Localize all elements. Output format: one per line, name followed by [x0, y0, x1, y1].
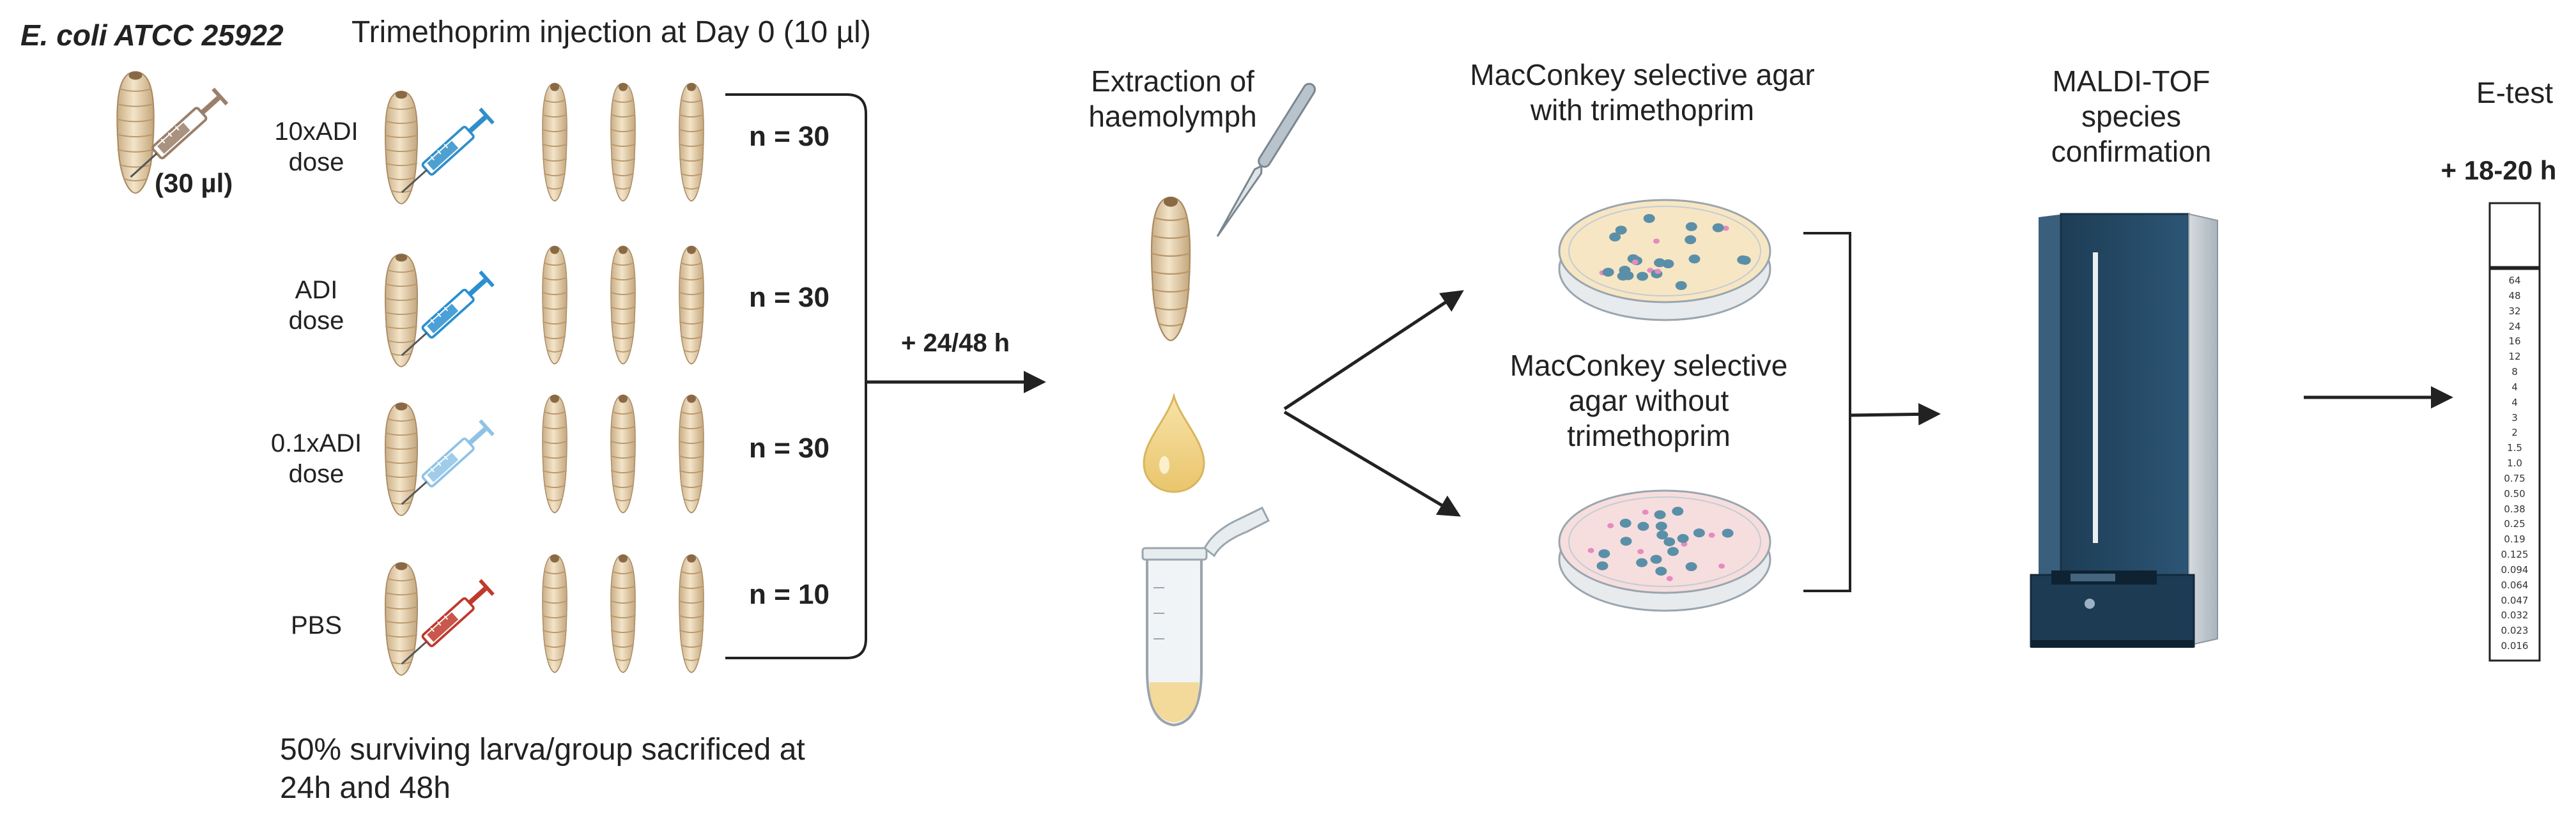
plates-bracket [1803, 232, 1851, 592]
treatment-groups [384, 82, 705, 676]
dose-label-line-1: 0.1xADI [270, 429, 362, 457]
group-size-label: n = 30 [749, 121, 829, 152]
footer-line-2: 24h and 48h [280, 771, 451, 805]
etest-scale-label: 8 [2511, 366, 2518, 378]
larva-icon [541, 245, 568, 365]
group-size-label: n = 30 [749, 282, 829, 313]
inoculum-larva-icon [116, 70, 155, 194]
row-larva-icon [384, 253, 419, 367]
etest-scale-label: 0.75 [2504, 472, 2526, 484]
agar-without-title-line-1: MacConkey selective [1509, 349, 1788, 382]
etest-scale-label: 0.25 [2504, 518, 2526, 530]
extraction-larva-icon [1150, 195, 1191, 342]
row-larva-icon [384, 562, 419, 676]
etest-time: + 18-20 h [2441, 155, 2557, 185]
injection-title: Trimethoprim injection at Day 0 (10 µl) [351, 15, 871, 49]
etest-scale-label: 3 [2511, 411, 2518, 424]
footer-line-1: 50% surviving larva/group sacrificed at [280, 733, 805, 767]
etest-scale-label: 2 [2511, 427, 2518, 439]
extraction-title-line-2: haemolymph [1088, 100, 1257, 134]
larva-icon [678, 245, 705, 365]
dose-label-line-2: dose [288, 307, 344, 335]
maldi-title-line-2: species [2081, 100, 2181, 134]
etest-scale-label: 0.50 [2504, 487, 2526, 500]
etest-title: E-test [2476, 76, 2554, 109]
etest-scale-label: 1.5 [2507, 442, 2522, 454]
agar-with-title-line-1: MacConkey selective agar [1470, 58, 1815, 91]
etest-scale-label: 24 [2508, 320, 2521, 332]
etest-scale-label: 12 [2508, 351, 2521, 363]
etest-scale-label: 0.064 [2501, 579, 2529, 591]
incubation-label: + 24/48 h [901, 329, 1010, 357]
dose-label-line-1: PBS [290, 611, 343, 639]
dose-label-line-1: 10xADI [274, 118, 359, 146]
row-larva-icon [384, 90, 419, 204]
dose-label: ADI dose [268, 275, 364, 336]
larva-icon [610, 82, 636, 202]
group-size-label: n = 30 [749, 432, 829, 464]
larva-icon [610, 245, 636, 365]
maldi-title-line-3: confirmation [2051, 135, 2212, 169]
agar-with-title: MacConkey selective agar with trimethopr… [1425, 57, 1860, 128]
scalpel-icon [1216, 82, 1316, 237]
etest-scale-label: 48 [2508, 289, 2521, 302]
etest-scale-label: 0.047 [2501, 594, 2529, 606]
extraction-title-line-1: Extraction of [1091, 65, 1254, 98]
etest-scale-label: 4 [2511, 396, 2518, 408]
dose-label: PBS [268, 610, 364, 641]
haemolymph-drop-icon [1143, 392, 1205, 493]
larva-icon [678, 82, 705, 202]
larva-icon [541, 553, 568, 673]
maldi-title-line-1: MALDI-TOF [2052, 65, 2210, 98]
arrow-to-agar-with [1283, 290, 1464, 411]
extraction-title: Extraction of haemolymph [1035, 64, 1310, 134]
maldi-title: MALDI-TOF species confirmation [2007, 64, 2256, 170]
agar-without-title-line-3: trimethoprim [1567, 419, 1731, 453]
larva-icon [610, 553, 636, 673]
agar-plate-without-trimethoprim-icon [1558, 489, 1771, 612]
etest-scale-label: 4 [2511, 381, 2518, 393]
agar-without-title-line-2: agar without [1568, 384, 1729, 418]
arrow-to-maldi [1849, 402, 1941, 425]
etest-scale-label: 0.094 [2501, 563, 2529, 576]
larva-icon [678, 553, 705, 673]
agar-plate-with-trimethoprim-icon [1558, 199, 1771, 321]
dose-label: 0.1xADI dose [268, 428, 364, 489]
larva-icon [610, 394, 636, 514]
etest-scale-label: 16 [2508, 335, 2521, 348]
eppendorf-tube-icon [1141, 507, 1270, 727]
etest-scale-label: 32 [2508, 305, 2521, 317]
etest-scale-label: 0.023 [2501, 625, 2529, 637]
etest-scale-label: 0.016 [2501, 640, 2529, 652]
inoculum-volume: (30 µl) [155, 168, 233, 198]
agar-without-title: MacConkey selective agar without trimeth… [1457, 348, 1840, 454]
etest-scale-label: 64 [2508, 275, 2521, 286]
larva-icon [541, 82, 568, 202]
etest-scale-label: 0.19 [2504, 533, 2526, 546]
etest-scale-label: 0.032 [2501, 609, 2529, 622]
strain-label: E. coli ATCC 25922 [20, 19, 284, 52]
group-size-label: n = 10 [749, 579, 829, 610]
etest-strip [2488, 202, 2541, 662]
dose-label-line-2: dose [288, 148, 344, 176]
agar-with-title-line-2: with trimethoprim [1530, 93, 1755, 127]
dose-label-line-2: dose [288, 460, 344, 488]
row-larva-icon [384, 402, 419, 516]
etest-scale-label: 0.38 [2504, 503, 2526, 515]
larva-icon [678, 394, 705, 514]
etest-scale-label: 0.125 [2501, 549, 2529, 561]
arrow-to-agar-without [1283, 410, 1462, 517]
etest-scale-label: 1.0 [2507, 457, 2522, 470]
larva-icon [541, 394, 568, 514]
dose-label-line-1: ADI [295, 276, 338, 304]
maldi-tof-instrument-icon [2030, 213, 2218, 648]
groups-bracket [725, 93, 867, 659]
